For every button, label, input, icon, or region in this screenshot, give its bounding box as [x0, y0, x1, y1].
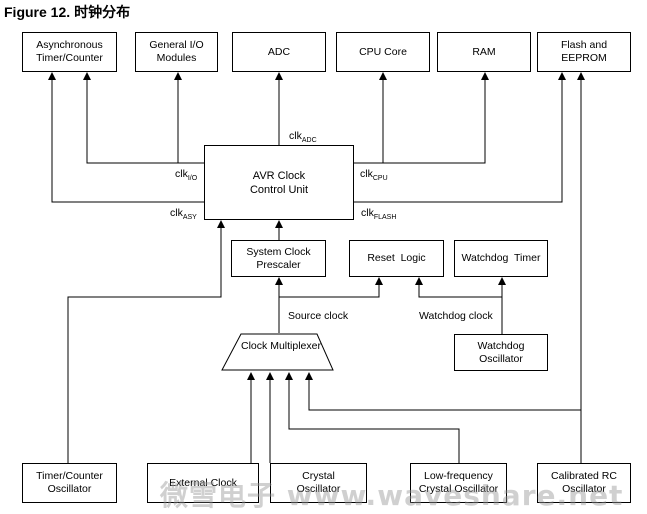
- box-line: Timer/Counter: [36, 470, 103, 482]
- box-line: Watchdog Timer: [461, 252, 541, 264]
- source-clock-label: Source clock: [288, 310, 349, 322]
- watchdog-clock-label: Watchdog clock: [419, 310, 493, 322]
- clk-asy-label: clkASY: [170, 207, 197, 221]
- figure-title: Figure 12.时钟分布: [4, 2, 130, 22]
- box-line: ADC: [267, 45, 291, 58]
- watermark: 微雪电子 www.waveshare.net: [160, 479, 624, 512]
- mux-line-2: Multiplexer: [270, 340, 321, 352]
- wire-clk-asy: [48, 72, 204, 203]
- wire-clk-cpu-ram: [383, 72, 489, 164]
- box-line: Modules: [156, 52, 197, 64]
- box-line: Reset Logic: [367, 252, 426, 264]
- box-line: External Clock: [169, 476, 237, 489]
- clk-flash-label: clkFLASH: [361, 207, 397, 221]
- cpu-core-box: CPU Core: [336, 32, 430, 72]
- box-line: Prescaler: [256, 258, 301, 271]
- figure-number: Figure 12.: [4, 4, 71, 20]
- adc-box: ADC: [232, 32, 326, 72]
- external-clock-box: External Clock: [147, 463, 259, 503]
- box-line: Oscillator: [47, 483, 92, 495]
- wire-source-to-reset: [279, 277, 383, 298]
- box-line: Low-frequency: [424, 470, 493, 482]
- ram-box: RAM: [437, 32, 531, 72]
- box-line: Timer/Counter: [36, 52, 103, 64]
- wire-calibrated-to-mux: [305, 372, 582, 463]
- clk-io-label: clkI/O: [175, 168, 198, 182]
- box-line: AVR Clock: [252, 169, 306, 182]
- box-line: Oscillator: [479, 352, 523, 365]
- box-line: General I/O: [149, 39, 204, 51]
- box-line: Watchdog: [477, 339, 525, 352]
- wire-clk-io-async: [83, 72, 204, 164]
- wire-wdclk-to-reset: [415, 277, 502, 298]
- watchdog-timer-box: Watchdog Timer: [454, 240, 548, 277]
- wire-lowfreq-to-mux: [285, 372, 460, 463]
- box-line: Oscillator: [562, 483, 606, 495]
- box-line: CPU Core: [359, 45, 407, 58]
- clock-multiplexer: Clock Multiplexer: [233, 340, 329, 353]
- box-line: Control Unit: [249, 183, 309, 196]
- wire-clk-cpu-core: [354, 72, 387, 164]
- mux-trapezoid: [221, 333, 334, 371]
- box-line: Crystal: [302, 470, 335, 482]
- box-line: Oscillator: [296, 483, 341, 495]
- box-line: Calibrated RC: [551, 470, 617, 482]
- box-line: Crystal Oscillator: [418, 483, 499, 495]
- reset-logic-box: Reset Logic: [349, 240, 444, 277]
- box-line: System Clock: [246, 245, 311, 258]
- box-line: RAM: [472, 45, 496, 58]
- clk-adc-label: clkADC: [289, 130, 317, 144]
- box-line: Asynchronous: [36, 39, 103, 51]
- mux-line-1: Clock: [241, 340, 268, 352]
- clk-cpu-label: clkCPU: [360, 168, 388, 182]
- wire-timer-osc-to-control: [67, 220, 225, 463]
- box-line: Flash and: [560, 39, 608, 51]
- box-line: EEPROM: [561, 52, 607, 64]
- figure-caption: 时钟分布: [74, 5, 131, 21]
- wire-clk-flash: [354, 72, 566, 203]
